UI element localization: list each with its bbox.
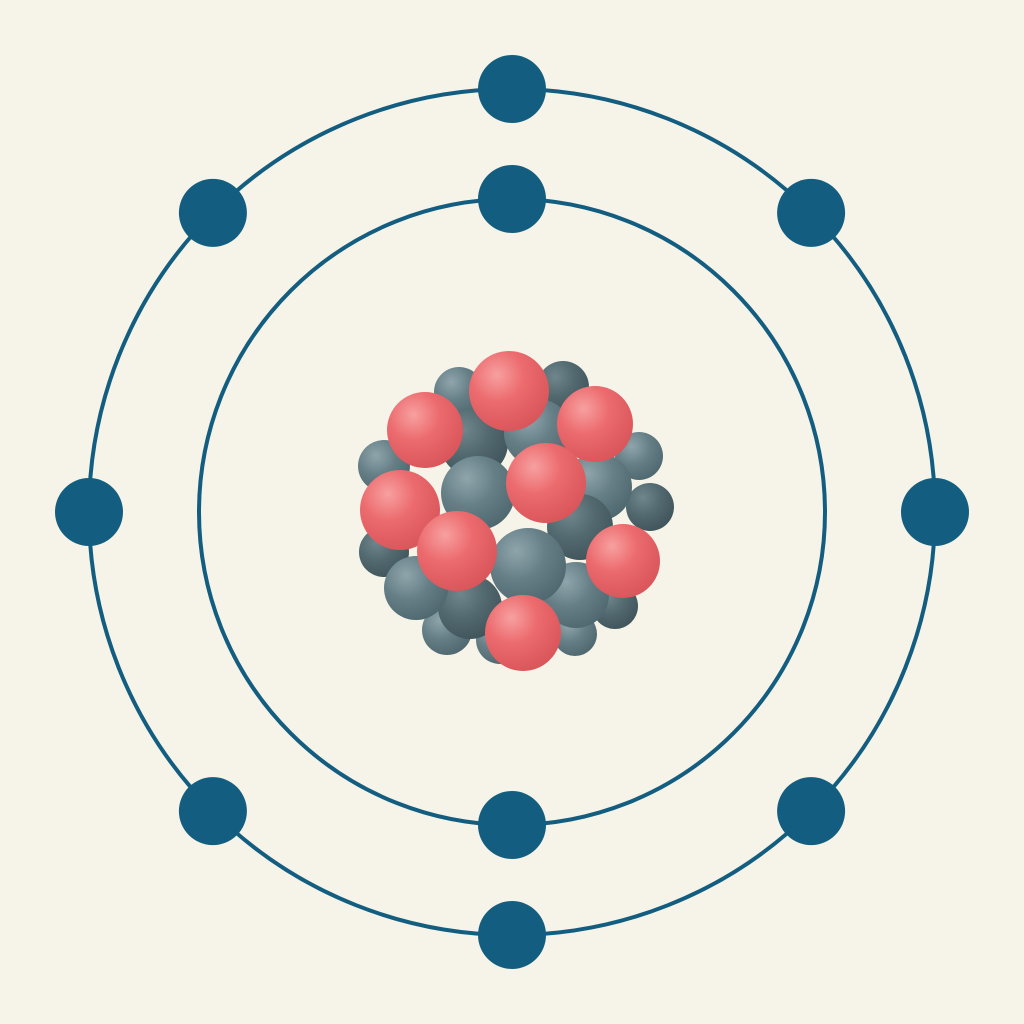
- outer-shell-electron: [178, 178, 247, 247]
- inner-shell-orbit: [197, 197, 827, 827]
- electrons: [55, 55, 969, 969]
- inner-shell-electron: [478, 165, 546, 233]
- neutron: [438, 575, 502, 639]
- proton: [469, 351, 549, 431]
- outer-shell-electron: [478, 901, 546, 969]
- proton: [485, 595, 561, 671]
- proton: [360, 470, 440, 550]
- outer-shell-electron: [777, 777, 846, 846]
- neutron: [626, 483, 674, 531]
- neutron: [490, 528, 566, 604]
- outer-shell-electron: [478, 55, 546, 123]
- outer-shell-electron: [178, 777, 247, 846]
- proton: [387, 392, 463, 468]
- outer-shell-electron: [777, 178, 846, 247]
- proton: [557, 386, 633, 462]
- outer-shell-electron: [55, 478, 123, 546]
- outer-shell-electron: [901, 478, 969, 546]
- proton: [417, 511, 497, 591]
- proton: [506, 443, 586, 523]
- nucleus: [358, 351, 674, 671]
- inner-shell-electron: [478, 791, 546, 859]
- proton: [586, 524, 660, 598]
